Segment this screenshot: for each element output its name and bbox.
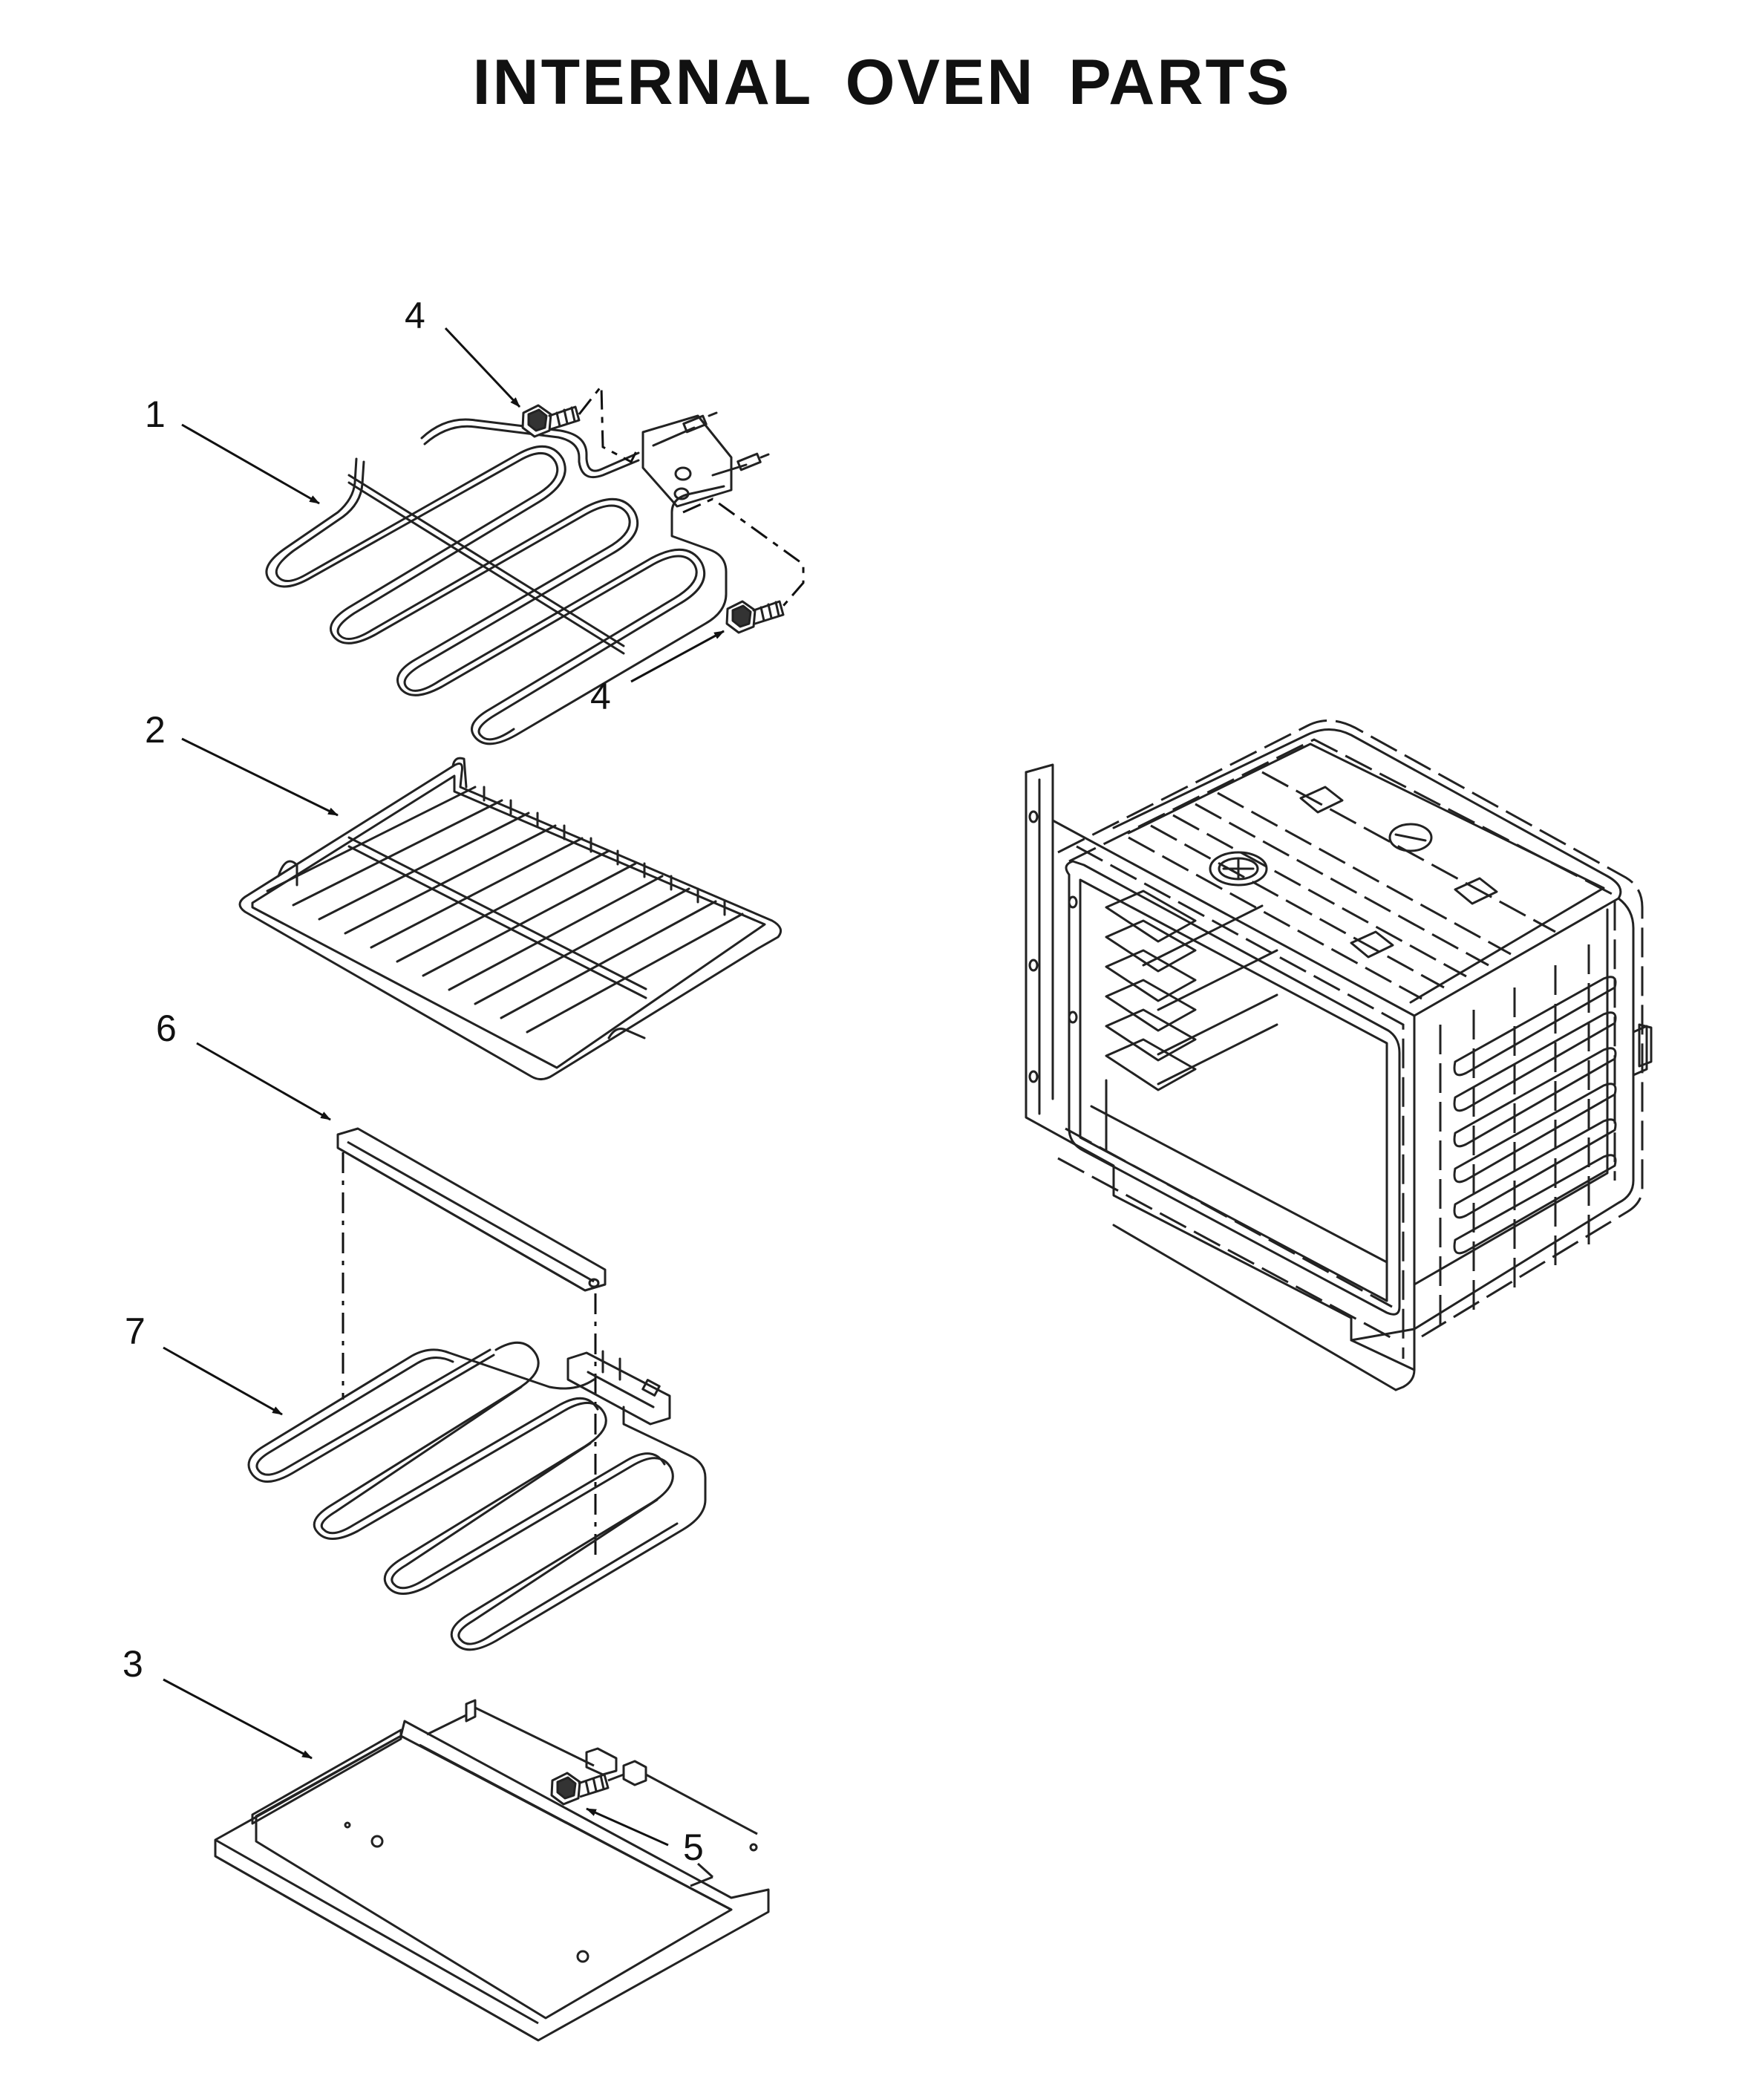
callout-4-top: 4 xyxy=(405,295,425,336)
upper-heating-element[interactable] xyxy=(267,405,783,744)
callout-5: 5 xyxy=(683,1827,704,1868)
callout-2: 2 xyxy=(145,709,166,751)
leader-arrows xyxy=(163,327,725,1847)
screw-top xyxy=(523,405,579,437)
page-title: INTERNAL OVEN PARTS xyxy=(472,47,1292,118)
oven-rack[interactable] xyxy=(240,758,781,1079)
callout-3: 3 xyxy=(122,1643,143,1685)
callout-1: 1 xyxy=(145,394,166,435)
lower-heating-element[interactable] xyxy=(249,1342,705,1649)
alignment-lines-6-7 xyxy=(342,1152,597,1556)
callout-7: 7 xyxy=(125,1310,146,1352)
panel-screw xyxy=(552,1773,624,1804)
alignment-lines-1 xyxy=(578,382,805,607)
oven-bottom-panel[interactable] xyxy=(215,1700,768,2040)
insulation-outline xyxy=(1057,719,1644,1359)
callout-6: 6 xyxy=(156,1008,177,1049)
oven-cavity-assembly[interactable] xyxy=(1026,730,1651,1391)
callout-4-bottom: 4 xyxy=(590,676,611,717)
element-cover-strip[interactable] xyxy=(338,1129,605,1290)
screw-bottom xyxy=(727,601,783,633)
